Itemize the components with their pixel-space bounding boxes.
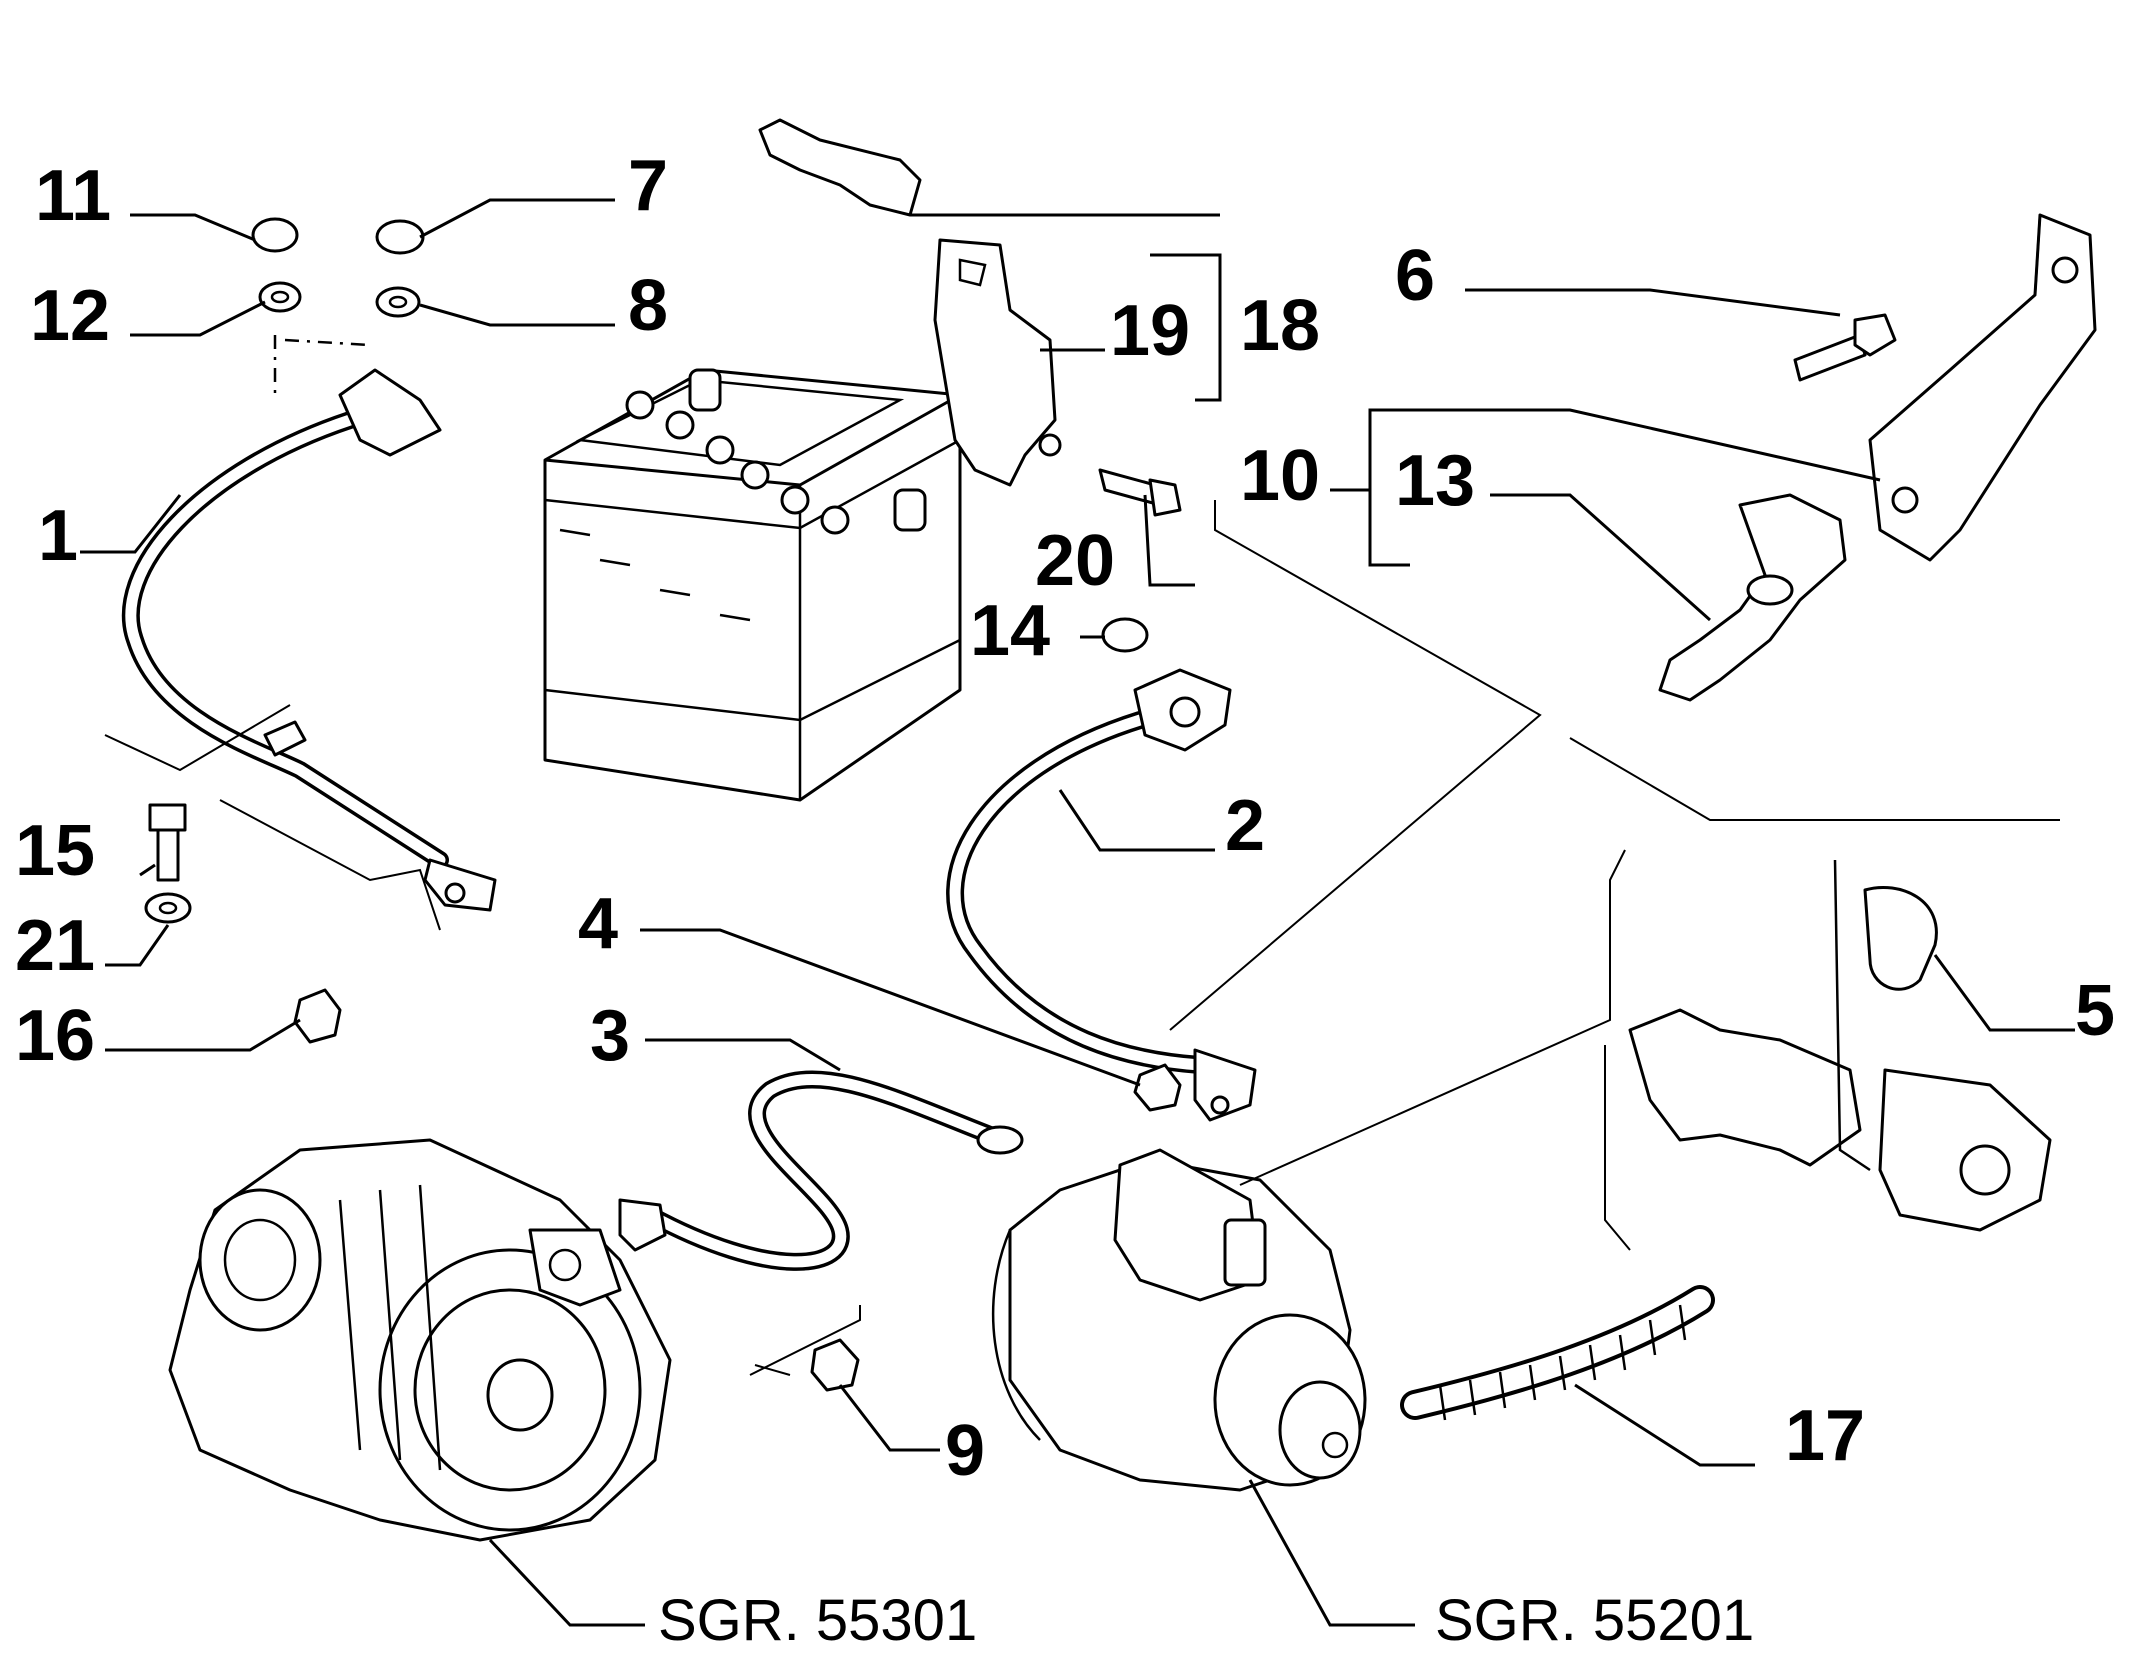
callout-21: 21: [15, 906, 95, 986]
leader-20: [1143, 494, 1195, 587]
cable-2: [946, 668, 1257, 1122]
battery: [543, 368, 962, 802]
washer-12: [258, 281, 302, 313]
leader-13: [1490, 493, 1711, 622]
leader-4: [640, 928, 1141, 1087]
callout-20: 20: [1035, 521, 1115, 601]
callout-3: 3: [590, 996, 630, 1076]
callout-2: 2: [1225, 786, 1265, 866]
leader-10b: [1368, 490, 1410, 567]
bracket-5: [1628, 859, 2052, 1232]
leader-16: [105, 1018, 301, 1052]
callout-16: 16: [15, 996, 95, 1076]
bracket-10: [1868, 213, 2097, 562]
callout-13: 13: [1395, 441, 1475, 521]
callout-labels: 11 12 7 8 1 19 18 6 10 13 20 14 2 4 3 5 …: [15, 146, 2115, 1653]
leader-8: [419, 303, 615, 327]
leader-17: [1574, 1383, 1755, 1467]
guide-lines: [104, 500, 2060, 1376]
callout-8: 8: [628, 266, 668, 346]
leader-10: [1330, 408, 1881, 492]
leader-7: [419, 198, 615, 239]
bolt-15: [148, 803, 187, 882]
nut-9: [810, 1338, 860, 1392]
callout-12: 12: [30, 276, 110, 356]
leader-3: [645, 1038, 841, 1072]
leader-21: [105, 924, 170, 967]
clamp-13: [1658, 493, 1847, 702]
callout-14: 14: [970, 591, 1050, 671]
flex-tube-17: [1400, 1285, 1715, 1421]
alternator: [168, 1138, 672, 1542]
leader-lines: [80, 198, 2075, 1627]
callout-19: 19: [1110, 291, 1190, 371]
bolt-6: [1793, 313, 1897, 382]
washer-8: [375, 286, 421, 318]
nut-16: [293, 988, 342, 1044]
callout-9: 9: [945, 1411, 985, 1491]
nut-7: [375, 219, 425, 255]
callout-4: 4: [578, 884, 618, 964]
callout-17: 17: [1785, 1396, 1865, 1476]
leader-sgr-55301: [488, 1538, 645, 1627]
cable-3: [618, 1070, 1024, 1271]
leader-9: [838, 1384, 940, 1452]
leader-18: [1150, 253, 1222, 402]
leader-2: [1058, 789, 1215, 852]
nut-4: [1133, 1063, 1182, 1112]
callout-6: 6: [1395, 236, 1435, 316]
ref-starter: SGR. 55201: [1435, 1588, 1754, 1653]
washer-21: [144, 892, 192, 924]
nut-14: [1101, 617, 1149, 653]
nut-11: [251, 217, 299, 253]
callout-7: 7: [628, 146, 668, 226]
leader-12: [130, 300, 266, 337]
callout-15: 15: [15, 811, 95, 891]
callout-10: 10: [1240, 436, 1320, 516]
callout-11: 11: [35, 156, 111, 236]
leader-5: [1933, 954, 2075, 1032]
callout-1: 1: [38, 496, 78, 576]
ref-alternator: SGR. 55301: [658, 1588, 977, 1653]
callout-18: 18: [1240, 286, 1320, 366]
leader-15: [139, 863, 156, 877]
cable-1: [121, 335, 497, 912]
bracket-19: [758, 118, 1062, 487]
leader-sgr-55201: [1248, 1479, 1415, 1627]
leader-6: [1465, 288, 1841, 317]
callout-5: 5: [2075, 971, 2115, 1051]
leader-11: [130, 213, 256, 242]
bolt-20: [1098, 468, 1182, 517]
starter-motor: [991, 1148, 1367, 1492]
leader-1: [80, 494, 182, 554]
